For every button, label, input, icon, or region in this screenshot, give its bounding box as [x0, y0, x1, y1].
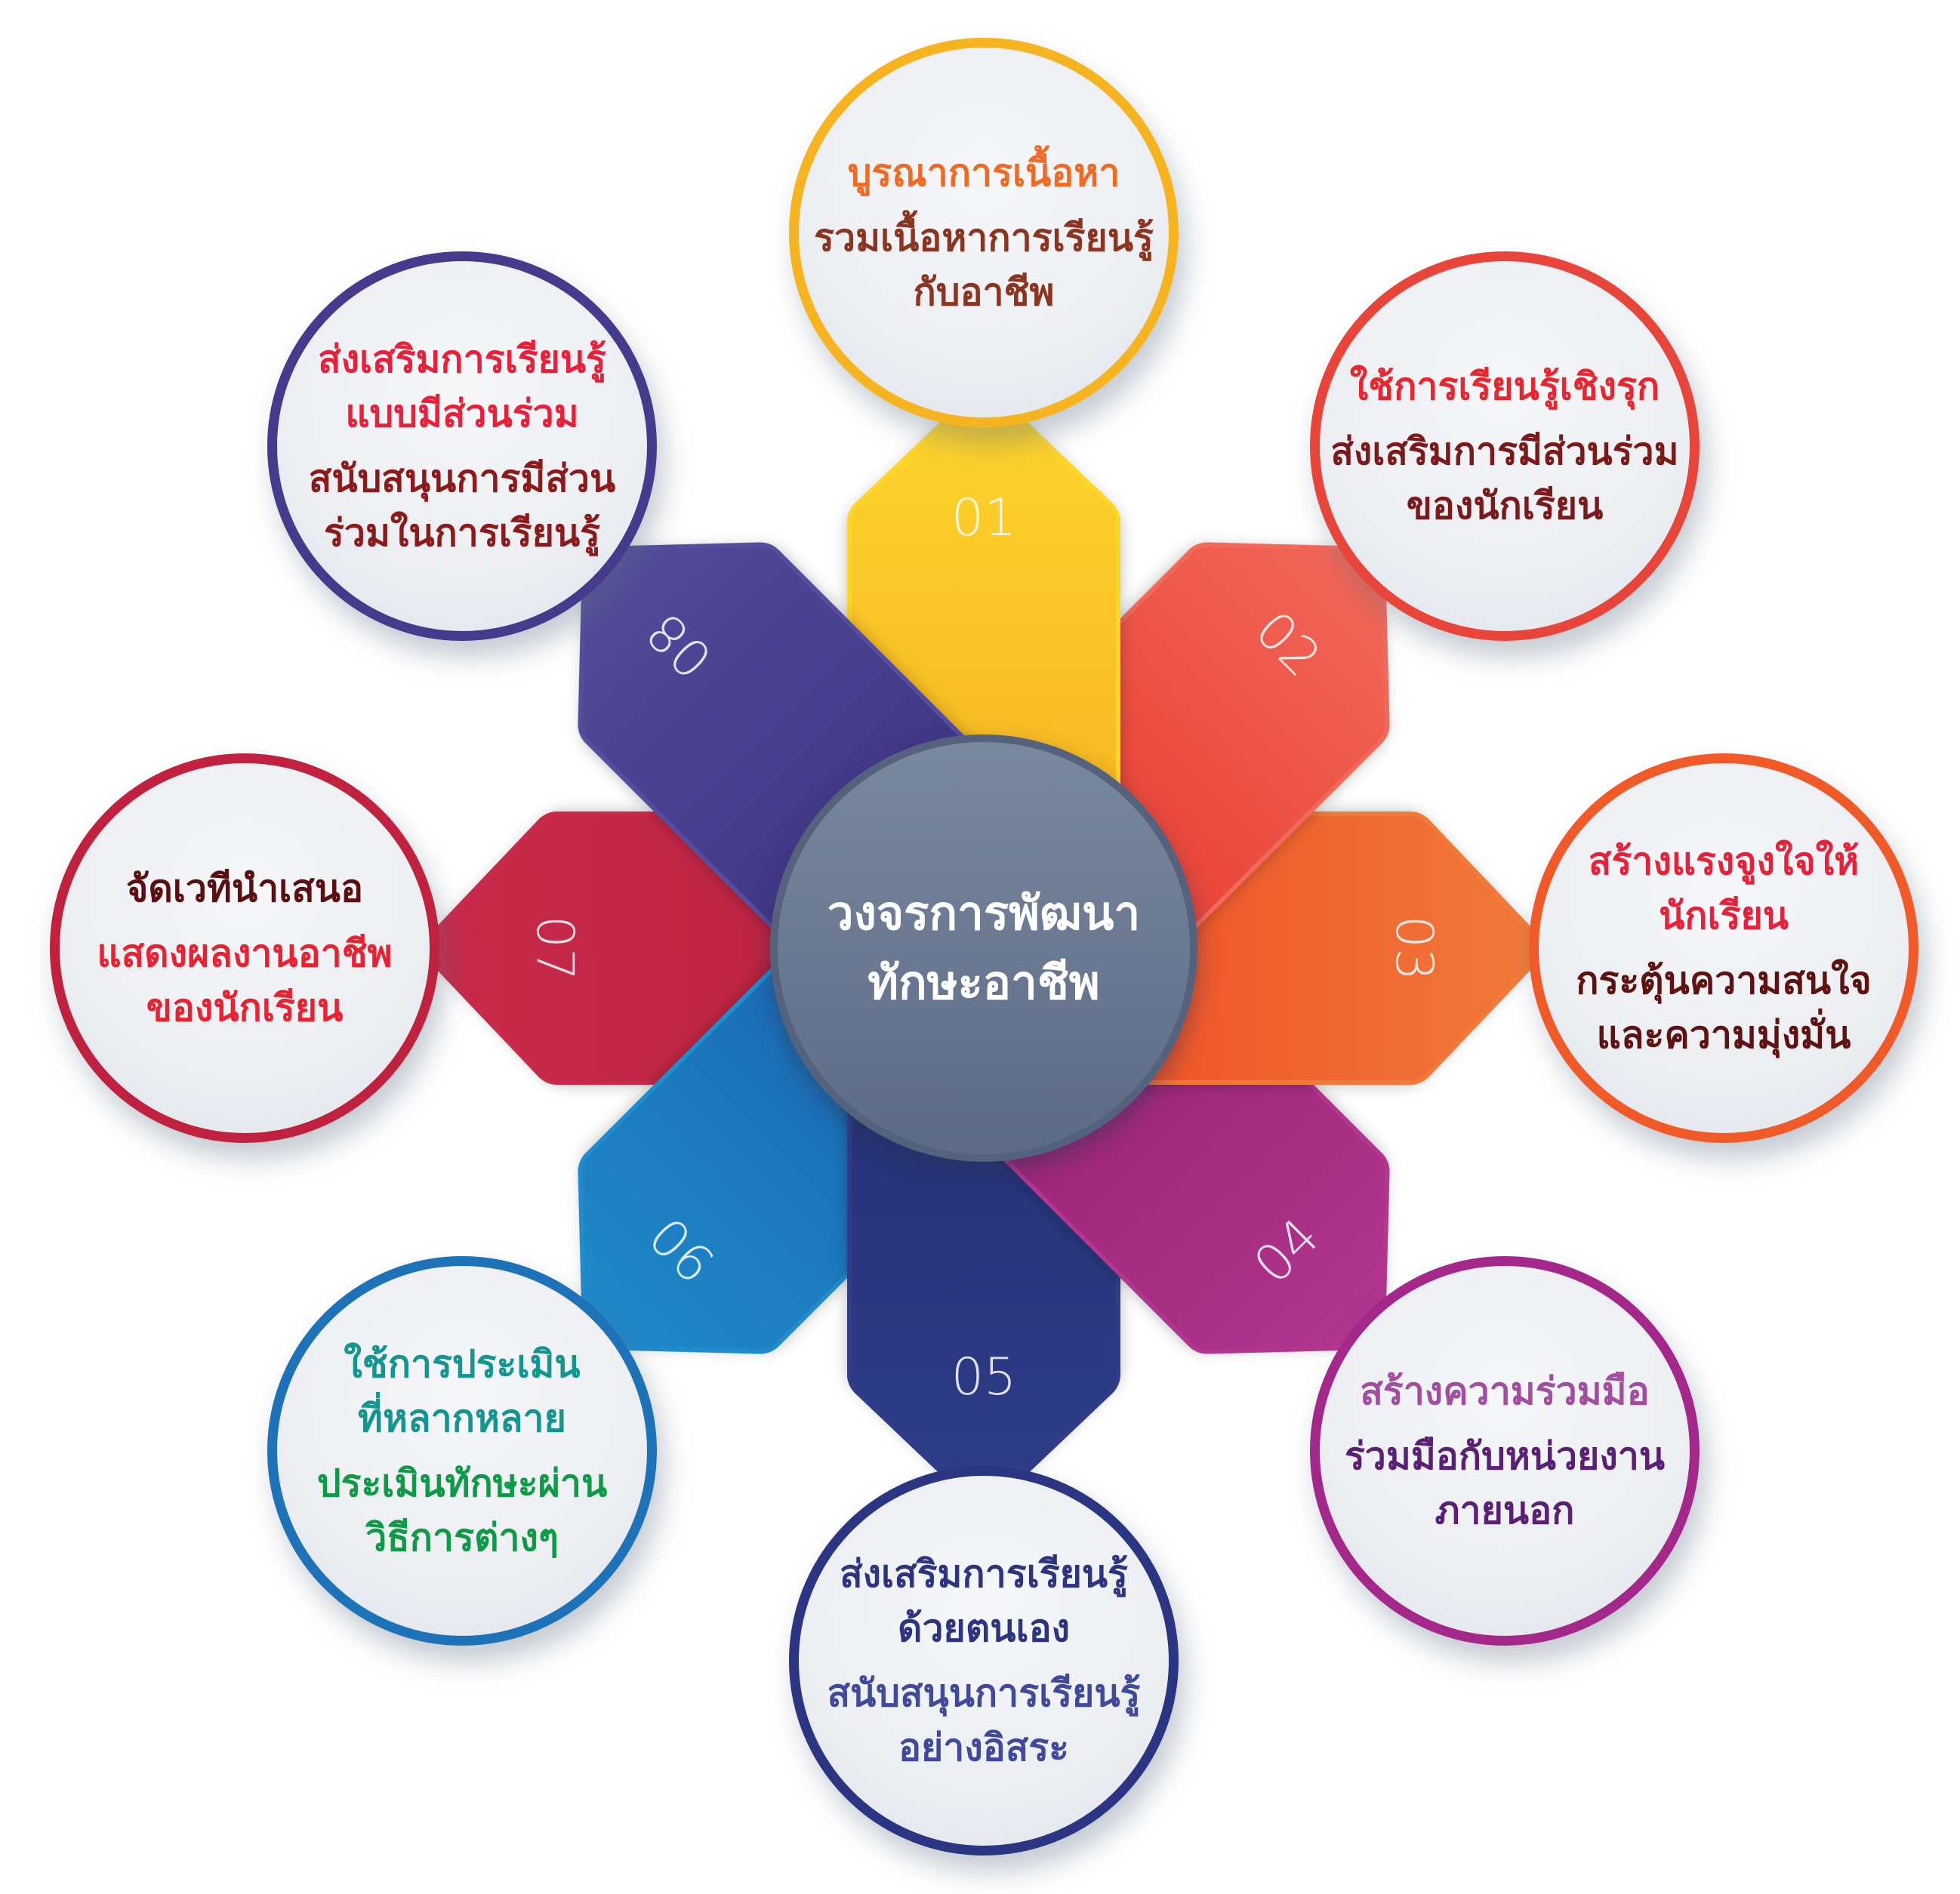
center-title-line-1: วงจรการพัฒนา	[827, 885, 1141, 941]
step-number-05: 05	[951, 1347, 1017, 1407]
step-description: สนับสนุนการเรียนรู้อย่างอิสระ	[827, 1666, 1141, 1775]
step-title-line: ใช้การเรียนรู้เชิงรุก	[1349, 365, 1660, 408]
step-description-line: ร่วมในการเรียนรู้	[324, 511, 600, 555]
step-description-line: รวมเนื้อหาการเรียนรู้	[814, 216, 1154, 260]
step-title-line: บูรณาการเนื้อหา	[847, 151, 1120, 195]
step-title: บูรณาการเนื้อหา	[848, 146, 1120, 200]
step-description-line: วิธีการต่างๆ	[365, 1516, 559, 1560]
step-title: สร้างแรงจูงใจให้นักเรียน	[1589, 834, 1859, 943]
step-description: แสดงผลงานอาชีพของนักเรียน	[97, 926, 392, 1035]
step-number-03: 03	[1384, 915, 1444, 981]
step-description-line: อย่างอิสระ	[898, 1726, 1070, 1769]
center-hub: วงจรการพัฒนา ทักษะอาชีพ	[770, 735, 1197, 1162]
step-title-line: ด้วยตนเอง	[897, 1606, 1071, 1650]
step-description-line: ของนักเรียน	[146, 986, 344, 1030]
step-circle-03: สร้างแรงจูงใจให้นักเรียนกระตุ้นความสนใจแ…	[1529, 753, 1918, 1143]
step-title-line: แบบมีส่วนร่วม	[345, 392, 579, 436]
step-description-line: ส่งเสริมการมีส่วนร่วม	[1330, 430, 1679, 473]
step-title: สร้างความร่วมมือ	[1360, 1364, 1649, 1418]
step-description-line: ประเมินทักษะผ่าน	[316, 1461, 608, 1505]
step-description-line: ของนักเรียน	[1406, 484, 1604, 528]
step-title: ส่งเสริมการเรียนรู้ด้วยตนเอง	[840, 1547, 1128, 1655]
step-description: ประเมินทักษะผ่านวิธีการต่างๆ	[317, 1456, 607, 1565]
step-title-line: จัดเวทีนำเสนอ	[126, 867, 363, 910]
step-description-line: และความมุ่งมั่น	[1596, 1013, 1851, 1057]
step-description: ส่งเสริมการมีส่วนร่วมของนักเรียน	[1330, 424, 1678, 533]
step-title-line: ที่หลากหลาย	[358, 1397, 566, 1440]
step-title: ใช้การเรียนรู้เชิงรุก	[1350, 359, 1660, 414]
step-description-line: กับอาชีพ	[913, 270, 1055, 314]
step-title-line: ส่งเสริมการเรียนรู้	[318, 337, 606, 381]
step-description: ร่วมมือกับหน่วยงานภายนอก	[1345, 1429, 1665, 1538]
step-description-line: ภายนอก	[1435, 1489, 1575, 1532]
step-title-line: ส่งเสริมการเรียนรู้	[840, 1552, 1128, 1596]
step-circle-04: สร้างความร่วมมือร่วมมือกับหน่วยงานภายนอก	[1310, 1256, 1700, 1646]
step-title: ใช้การประเมินที่หลากหลาย	[344, 1337, 580, 1446]
step-circle-07: จัดเวทีนำเสนอแสดงผลงานอาชีพของนักเรียน	[50, 753, 439, 1143]
step-description-line: กระตุ้นความสนใจ	[1576, 959, 1872, 1002]
step-circle-01: บูรณาการเนื้อหารวมเนื้อหาการเรียนรู้กับอ…	[789, 38, 1179, 427]
step-circle-05: ส่งเสริมการเรียนรู้ด้วยตนเองสนับสนุนการเ…	[789, 1466, 1179, 1856]
step-title: จัดเวทีนำเสนอ	[126, 861, 363, 916]
step-description-line: แสดงผลงานอาชีพ	[97, 932, 393, 975]
step-circle-02: ใช้การเรียนรู้เชิงรุกส่งเสริมการมีส่วนร่…	[1310, 251, 1700, 641]
step-title-line: สร้างความร่วมมือ	[1360, 1369, 1650, 1413]
step-number-07: 07	[525, 915, 584, 981]
step-title-line: นักเรียน	[1659, 894, 1789, 938]
step-number-01: 01	[951, 488, 1017, 548]
step-description-line: สนับสนุนการเรียนรู้	[827, 1671, 1141, 1715]
step-title-line: ใช้การประเมิน	[344, 1342, 581, 1386]
step-description: กระตุ้นความสนใจและความมุ่งมั่น	[1576, 953, 1872, 1062]
step-description-line: ร่วมมือกับหน่วยงาน	[1344, 1434, 1666, 1478]
step-title-line: สร้างแรงจูงใจให้	[1588, 839, 1860, 883]
step-description: รวมเนื้อหาการเรียนรู้กับอาชีพ	[814, 211, 1154, 319]
step-description-line: สนับสนุนการมีส่วน	[308, 457, 616, 500]
step-circle-06: ใช้การประเมินที่หลากหลายประเมินทักษะผ่าน…	[267, 1256, 657, 1646]
step-description: สนับสนุนการมีส่วนร่วมในการเรียนรู้	[309, 451, 615, 560]
center-title-line-2: ทักษะอาชีพ	[868, 955, 1100, 1010]
step-circle-08: ส่งเสริมการเรียนรู้แบบมีส่วนร่วมสนับสนุน…	[267, 251, 657, 641]
step-title: ส่งเสริมการเรียนรู้แบบมีส่วนร่วม	[318, 332, 606, 441]
